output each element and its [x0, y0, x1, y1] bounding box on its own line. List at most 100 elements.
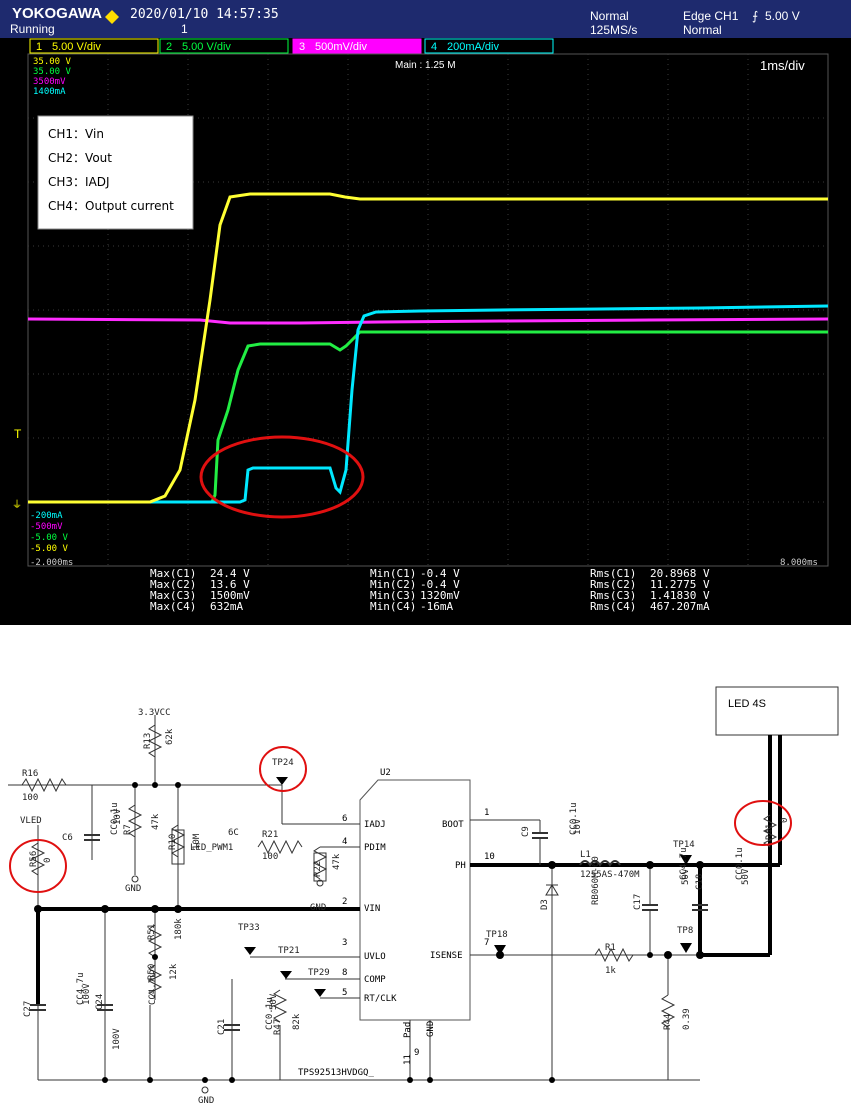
label-r22-value: 47k — [332, 853, 342, 870]
label-d3-value: RB060M-60 — [591, 856, 601, 905]
measurement-value: 1320mV — [420, 589, 460, 602]
channel-tab-scale: 200mA/div — [447, 41, 499, 53]
label-r16-value: 100 — [22, 793, 38, 803]
label-gnd-1: GND — [125, 884, 141, 894]
label-r1: R1 — [605, 943, 616, 953]
component-labels: 3.3VCC R13 62k R16 100 C6 CC0.1u 10V R7 … — [20, 708, 790, 1106]
channel-tab-number: 4 — [431, 41, 437, 53]
label-tp33: TP33 — [238, 923, 260, 933]
label-r50-value: 12k — [169, 963, 179, 980]
label-tp29: TP29 — [308, 968, 330, 978]
ic-right-pins: 1 BOOT 10 PH 7 ISENSE — [430, 808, 540, 961]
label-r44-value: 0.39 — [682, 1008, 692, 1030]
ground-icons — [131, 875, 324, 1094]
label-r21: R21 — [262, 830, 278, 840]
label-r7: R7 — [123, 824, 133, 835]
channel-tab-scale: 5.00 V/div — [52, 41, 101, 53]
legend-entry: CH2：Vout — [48, 151, 112, 165]
pin-num-9: 9 — [414, 1048, 419, 1058]
label-r51-value: 180k — [174, 918, 184, 940]
label-cc01-value: CC0.1u — [735, 847, 745, 880]
diode-d3 — [545, 884, 559, 896]
label-c17: C17 — [633, 894, 643, 910]
measurement-label: Max(C4) — [150, 600, 196, 613]
channel-tab-4[interactable] — [424, 38, 554, 54]
top-scale-label: 35.00 V — [33, 67, 72, 77]
circuit-schematic: LED 4S U2 TPS92513HVDGQ_ 6 IADJ 4 PDIM 2… — [8, 686, 839, 1106]
trigger-level-marker: T — [14, 427, 22, 441]
main-record-label: Main : 1.25 M — [395, 60, 456, 71]
label-r47-value: 82k — [292, 1013, 302, 1030]
trigger-count: 1 — [181, 22, 188, 36]
label-c27-value: CC4.7u — [76, 972, 86, 1005]
ic-bottom-pins: 11 Pad 9 GND — [403, 1020, 436, 1080]
label-l1: L1 — [580, 850, 591, 860]
label-c9-value: CC0.1u — [569, 802, 579, 835]
measurement-label: Min(C2) — [370, 578, 416, 591]
label-3v3vcc: 3.3VCC — [138, 708, 171, 718]
measurement-value: 20.8968 V — [650, 567, 710, 580]
ic-ref: U2 — [380, 768, 391, 778]
label-r41: R41 — [765, 824, 775, 840]
measurement-value: 24.4 V — [210, 567, 250, 580]
bottom-scale-label: -5.00 V — [30, 533, 69, 543]
channel-tab-1[interactable] — [29, 38, 159, 54]
pin-num-8: 8 — [342, 968, 347, 978]
label-vled: VLED — [20, 816, 42, 826]
junction-dots — [34, 782, 704, 1083]
ic-part-number: TPS92513HVDGQ_ — [298, 1068, 374, 1078]
label-r41-value: 0 — [780, 818, 790, 823]
label-r51: R51 — [147, 924, 157, 940]
trigger-mode: Normal — [683, 23, 722, 37]
pin-num-10: 10 — [484, 852, 495, 862]
label-r56: R56 — [29, 851, 39, 867]
highlight-circles — [9, 746, 792, 893]
channel-tab-number: 1 — [36, 41, 42, 53]
pin-num-7: 7 — [484, 938, 489, 948]
pin-vin: VIN — [364, 904, 380, 914]
measurement-label: Rms(C2) — [590, 578, 636, 591]
led-box — [715, 686, 839, 736]
label-c21: C21 — [217, 1019, 227, 1035]
trigger-edge-icon: ⨍ — [752, 9, 758, 23]
oscilloscope-screenshot: YOKOGAWA 2020/01/10 14:57:35 Running 1 N… — [0, 0, 851, 625]
channel-legend-box — [37, 115, 194, 230]
label-c9-voltage: 10V — [573, 818, 583, 835]
pin-isense: ISENSE — [430, 951, 463, 961]
label-c24-voltage: 100V — [112, 1028, 122, 1050]
label-r21-value: 100 — [262, 852, 278, 862]
acq-mode: Normal — [590, 9, 629, 23]
label-c17-voltage: 50V — [681, 868, 691, 885]
pin-rtclk: RT/CLK — [364, 994, 397, 1004]
measurement-label: Rms(C4) — [590, 600, 636, 613]
measurement-label: Min(C4) — [370, 600, 416, 613]
label-r10: R10 — [168, 834, 178, 850]
label-c27-voltage: 100V — [82, 983, 92, 1005]
channel-tab-2[interactable] — [159, 38, 289, 54]
pin-comp: COMP — [364, 975, 386, 985]
label-l1-value: 1255AS-470M — [580, 870, 640, 880]
pin-num-11: 11 — [403, 1054, 413, 1065]
label-r56-value: 0 — [43, 858, 53, 863]
scope-header-bar — [0, 0, 851, 38]
pin-iadj: IADJ — [364, 820, 386, 830]
label-r16: R16 — [22, 769, 38, 779]
measurement-value: 11.2775 V — [650, 578, 710, 591]
measurement-label: Rms(C1) — [590, 567, 636, 580]
top-scale-label: 3500mV — [33, 77, 66, 87]
measurement-value: 1500mV — [210, 589, 250, 602]
inductor-l1 — [579, 860, 621, 867]
label-c9: C9 — [521, 826, 531, 837]
channel-tab-3[interactable] — [292, 38, 422, 54]
pin-num-4: 4 — [342, 837, 347, 847]
pin-num-6: 6 — [342, 814, 347, 824]
measurement-value: 13.6 V — [210, 578, 250, 591]
label-cc01-voltage: 50V — [741, 868, 751, 885]
top-scale-label: 35.00 V — [33, 57, 72, 67]
label-c6-value: CC0.1u — [110, 802, 120, 835]
measurement-label: Rms(C3) — [590, 589, 636, 602]
label-gnd-3: GND — [198, 1096, 214, 1106]
pin-uvlo: UVLO — [364, 952, 386, 962]
